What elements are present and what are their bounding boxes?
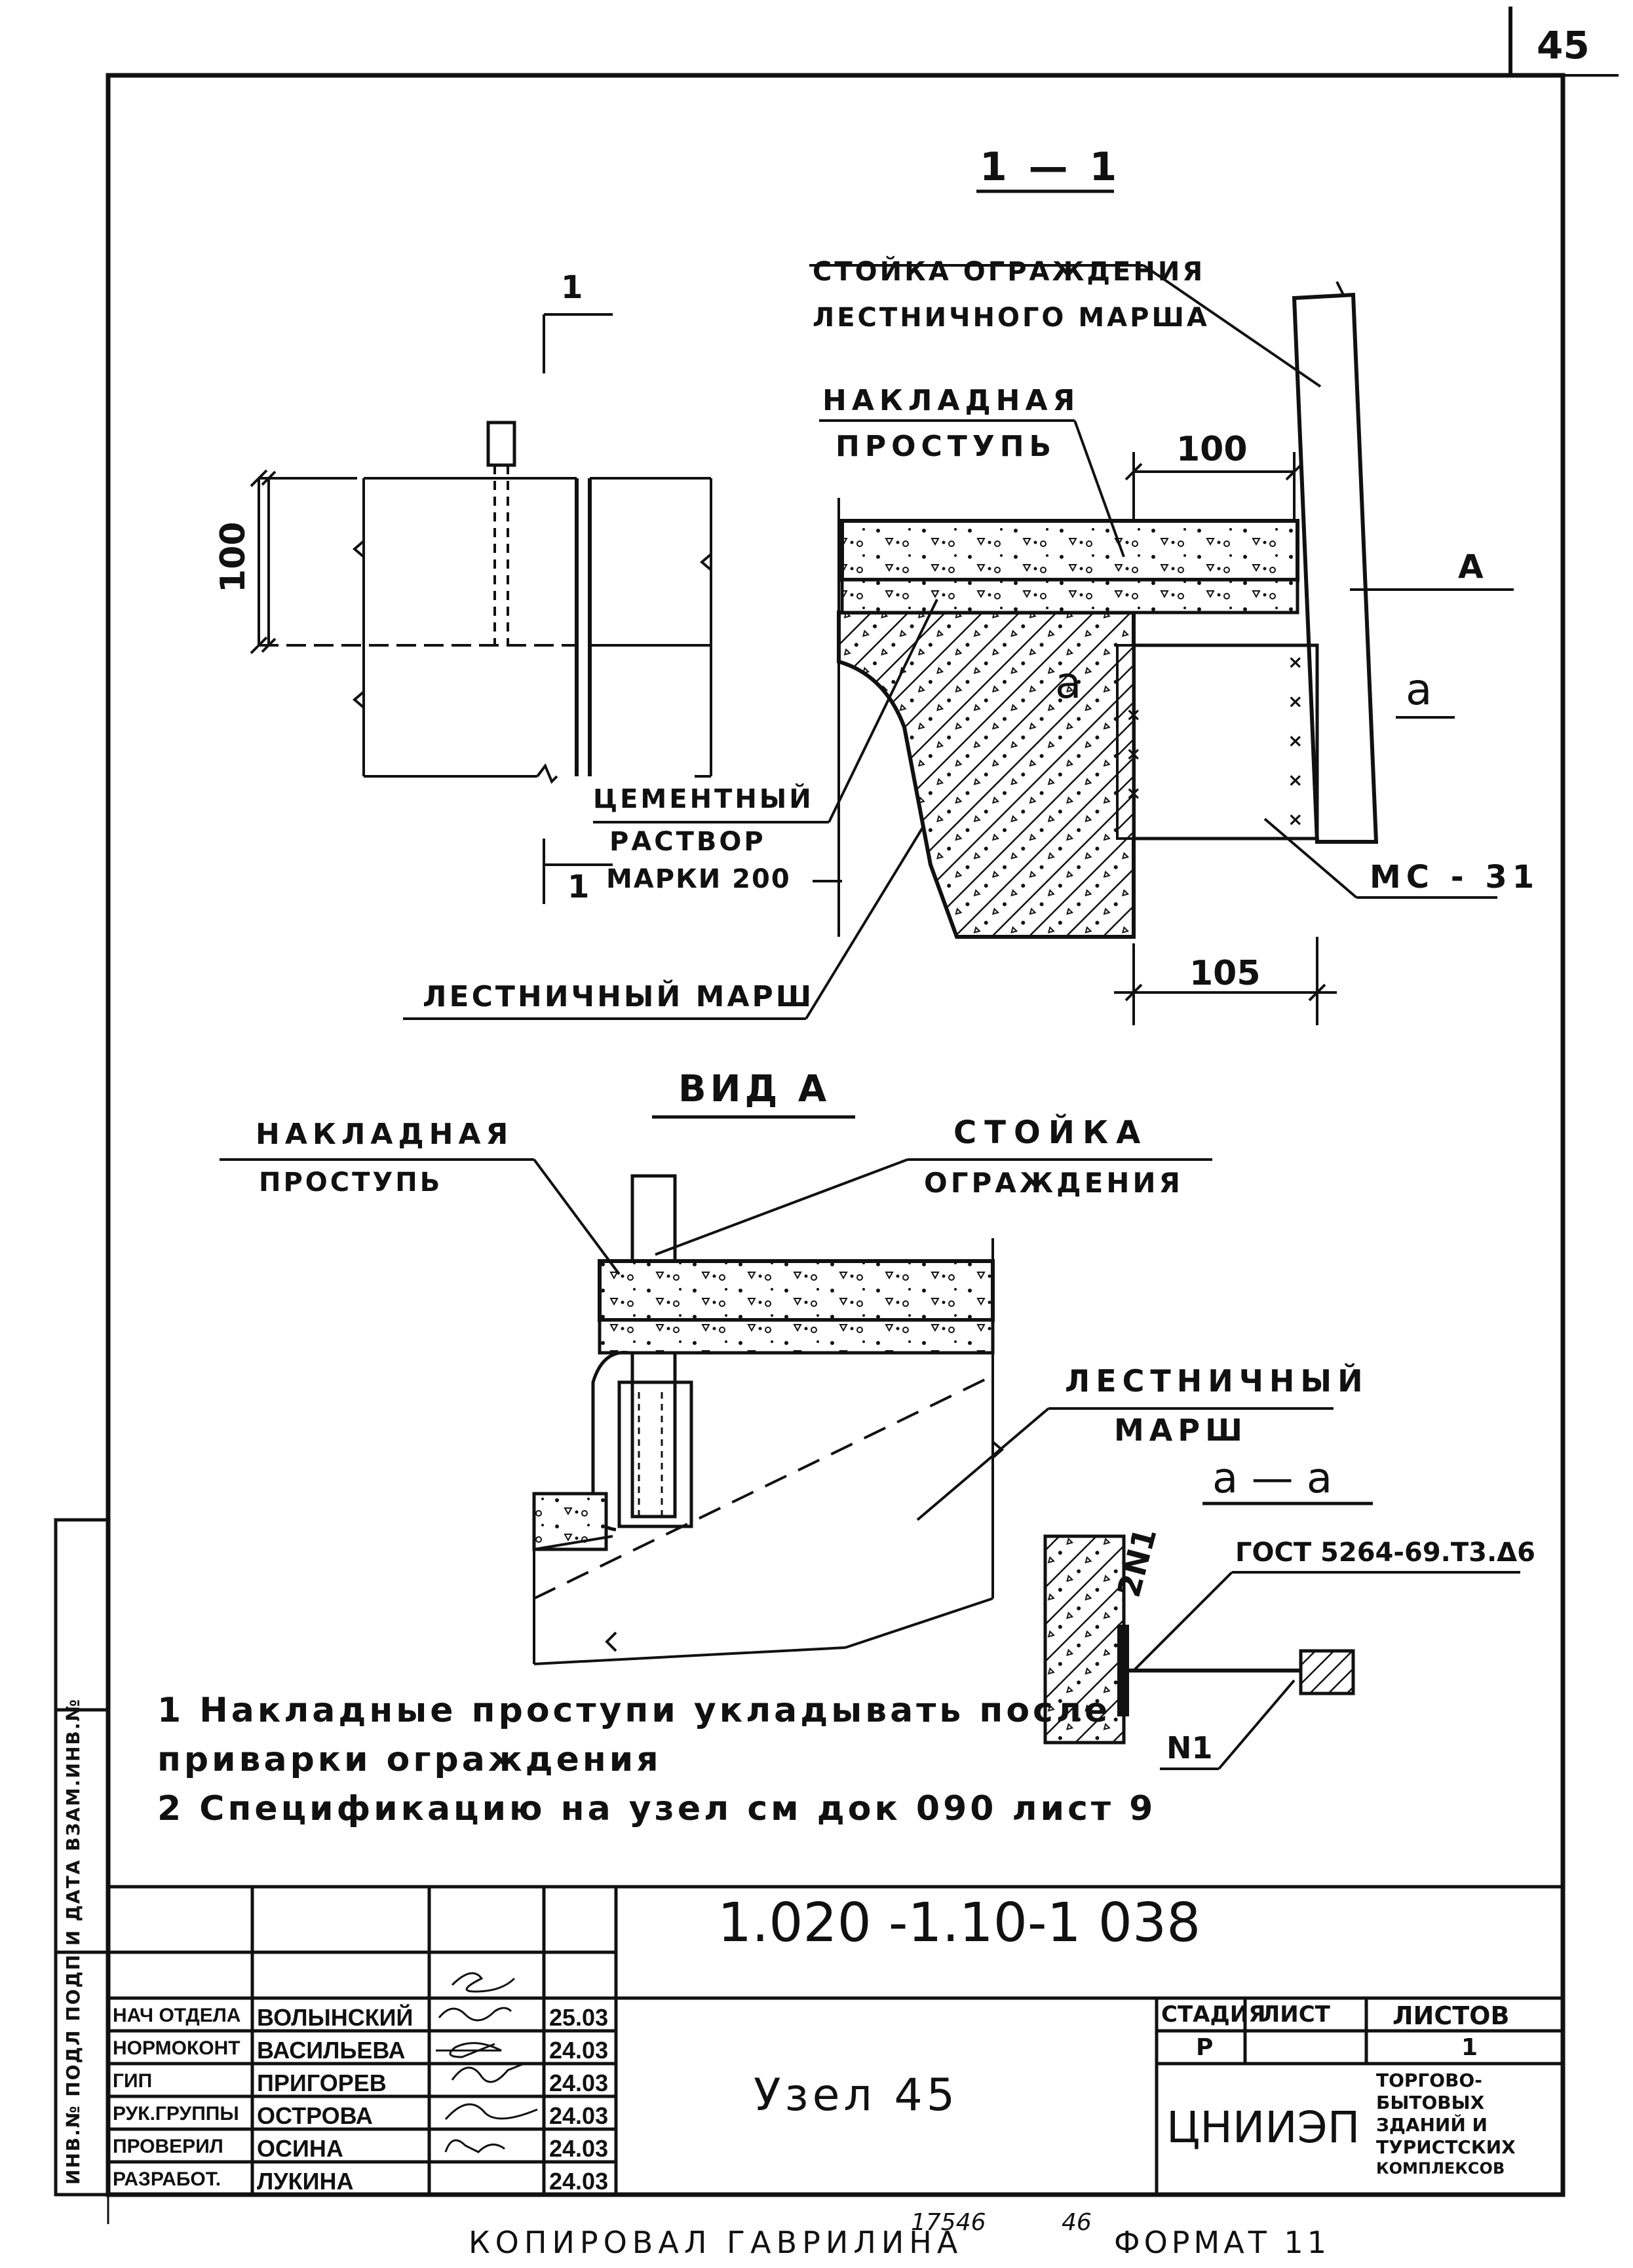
staff-name-2: ВАСИЛЬЕВА [257, 2037, 406, 2064]
svg-text:×: × [1126, 782, 1141, 804]
svg-text:×: × [1288, 651, 1303, 673]
staff-role-4: РУК.ГРУППЫ [113, 2103, 239, 2125]
part-label: N1 [1166, 1730, 1213, 1766]
staff-role-1: НАЧ ОТДЕЛА [113, 2005, 241, 2026]
section-1-1-title: 1 — 1 [980, 144, 1121, 190]
footer-num1: 17546 [911, 2209, 986, 2236]
svg-text:×: × [1288, 769, 1303, 791]
view-a-flight-line1: ЛЕСТНИЧНЫЙ [1065, 1363, 1369, 1399]
note-line-2: приварки ограждения [157, 1740, 662, 1779]
org-name: ЦНИИЭП [1166, 2102, 1360, 2153]
view-a-mark: А [1458, 548, 1484, 586]
staff-date-2: 24.03 [549, 2037, 609, 2064]
gost-label: ГОСТ 5264-69.Т3.Δ6 [1235, 1538, 1535, 1568]
post-label-line1: СТОЙКА ОГРАЖДЕНИЯ [813, 257, 1206, 287]
view-a-flight-line2: МАРШ [1114, 1412, 1248, 1448]
view-a-tread-line2: ПРОСТУПЬ [259, 1167, 443, 1198]
view-a [220, 1115, 1334, 1665]
staff-name-1: ВОЛЫНСКИЙ [257, 2004, 413, 2031]
section-1-1: × × × × × × × × [250, 189, 1514, 1025]
staff-role-3: ГИП [113, 2070, 153, 2092]
mortar-label-line1: ЦЕМЕНТНЫЙ [593, 784, 814, 814]
svg-text:×: × [1288, 730, 1303, 751]
staff-date-6: 24.03 [549, 2168, 609, 2195]
signatures [436, 1972, 538, 2153]
section-a-a-title: a — a [1212, 1454, 1333, 1503]
stage-value: Р [1196, 2034, 1214, 2061]
staff-role-2: НОРМОКОНТ [113, 2037, 240, 2059]
title-block-grid [108, 1885, 1563, 2195]
staff-name-3: ПРИГОРЕВ [257, 2070, 387, 2096]
side-stamp-frame [54, 1518, 110, 2197]
staff-date-5: 24.03 [549, 2135, 609, 2162]
tread-label-line2: ПРОСТУПЬ [836, 430, 1057, 463]
footer-num2: 46 [1062, 2209, 1092, 2236]
svg-text:×: × [1126, 743, 1141, 765]
side-stamp-text: ИНВ.№ ПОДЛ ПОДП И ДАТА ВЗАМ.ИНВ.№ [62, 1697, 84, 2185]
mc-label: МС - 31 [1370, 859, 1540, 896]
org-desc-3: ЗДАНИЙ И [1376, 2114, 1488, 2136]
cut-mark-top: 1 [561, 269, 583, 306]
mortar-label-line2: РАСТВОР [609, 827, 766, 857]
sheets-header: ЛИСТОВ [1393, 2001, 1510, 2030]
tread-label-line1: НАКЛАДНАЯ [822, 384, 1081, 417]
svg-text:×: × [1126, 704, 1141, 725]
drawing-code: 1.020 -1.10-1 038 [718, 1892, 1201, 1954]
svg-text:×: × [1288, 690, 1303, 712]
staff-name-6: ЛУКИНА [257, 2168, 354, 2195]
org-desc-4: ТУРИСТСКИХ [1376, 2136, 1516, 2158]
cut-mark-bottom: 1 [567, 869, 590, 905]
view-a-post-line2: ОГРАЖДЕНИЯ [924, 1167, 1183, 1199]
note-line-3: 2 Спецификацию на узел см док 090 лист 9 [157, 1789, 1157, 1828]
org-desc-1: ТОРГОВО- [1376, 2070, 1482, 2091]
staff-role-5: ПРОВЕРИЛ [113, 2136, 223, 2157]
staff-date-4: 24.03 [549, 2102, 609, 2129]
mortar-label-line3: МАРКИ 200 [606, 864, 791, 894]
sheet-number: 45 [1537, 23, 1590, 67]
view-a-tread-line1: НАКЛАДНАЯ [256, 1118, 514, 1151]
drawing-name: Узел 45 [754, 2070, 959, 2121]
staff-name-5: ОСИНА [257, 2135, 343, 2162]
sheet-frame [106, 7, 1619, 2224]
section-a-a [1043, 1502, 1520, 1770]
sheet-header: ЛИСТ [1261, 2001, 1330, 2028]
flight-label: ЛЕСТНИЧНЫЙ МАРШ [423, 980, 815, 1013]
post-label-line2: ЛЕСТНИЧНОГО МАРША [813, 303, 1210, 333]
note-line-1: 1 Накладные проступи укладывать после [157, 1691, 1111, 1730]
dim-100-top: 100 [1176, 430, 1248, 469]
stage-header: СТАДИЯ [1161, 2001, 1266, 2028]
svg-text:×: × [1288, 808, 1303, 830]
sheets-value: 1 [1461, 2034, 1478, 2061]
view-a-title: ВИД А [678, 1068, 831, 1110]
dim-100-left: 100 [214, 521, 253, 593]
a-label-left: a [1055, 658, 1082, 708]
footer-format: ФОРМАТ 11 [1114, 2225, 1330, 2260]
org-desc-2: БЫТОВЫХ [1376, 2092, 1485, 2113]
footer-copied: КОПИРОВАЛ ГАВРИЛИНА [469, 2225, 963, 2260]
staff-role-6: РАЗРАБОТ. [113, 2168, 221, 2190]
staff-date-1: 25.03 [549, 2004, 609, 2031]
dim-105: 105 [1189, 954, 1261, 993]
a-label-right: a [1406, 664, 1432, 715]
staff-name-4: ОСТРОВА [257, 2102, 373, 2129]
view-a-post-line1: СТОЙКА [953, 1114, 1149, 1151]
org-desc-5: КОМПЛЕКСОВ [1376, 2159, 1505, 2178]
elevation-view [259, 313, 712, 904]
staff-date-3: 24.03 [549, 2070, 609, 2096]
